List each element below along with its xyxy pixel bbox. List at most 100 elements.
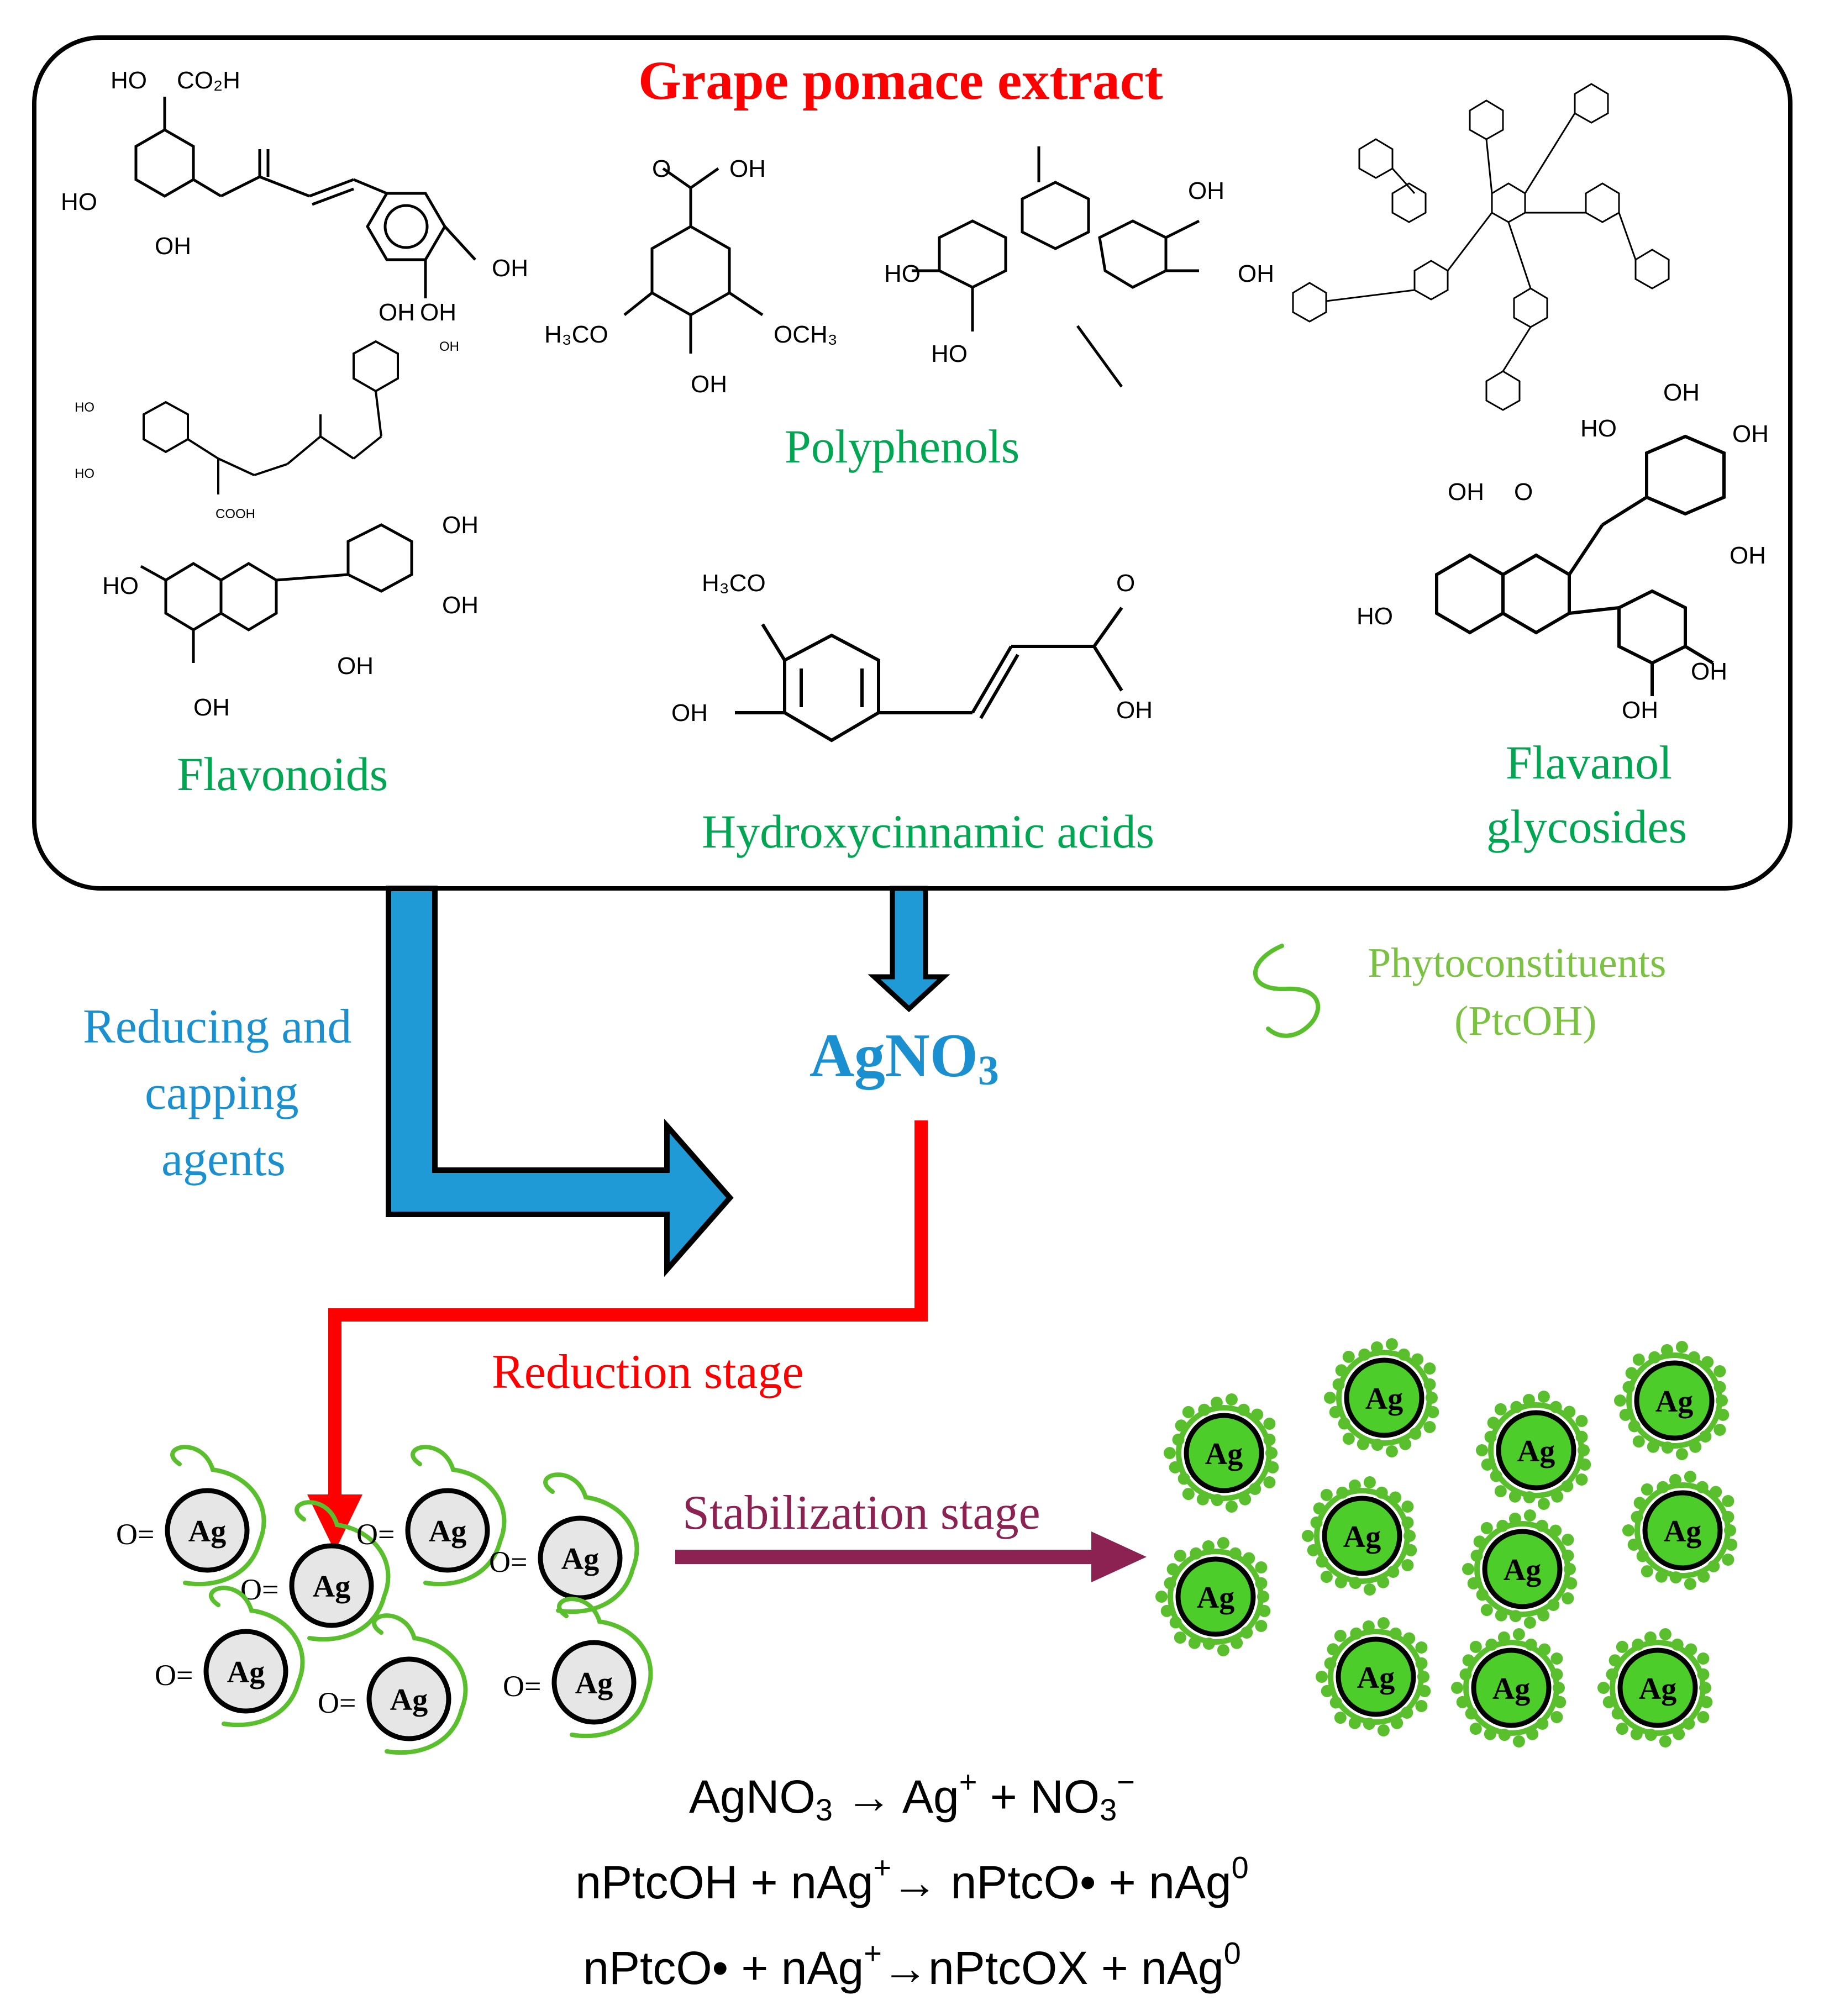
silver-core: [1184, 1413, 1264, 1493]
chem-label: OH: [691, 371, 727, 398]
stabilizer-bump: [1562, 1592, 1574, 1604]
stabilizer-bump: [1562, 1534, 1574, 1546]
oxygen-label: O=: [503, 1670, 541, 1703]
particle-label: Ag: [1517, 1434, 1555, 1468]
stabilizer-bump: [1641, 1565, 1653, 1578]
stabilizer-shell: [1610, 1640, 1706, 1736]
eq2-products: → nPtcO• + nAg: [891, 1856, 1232, 1908]
stabilizer-bump: [1320, 1488, 1333, 1501]
stabilizer-bump: [1480, 1522, 1493, 1534]
chem-label: OH: [1448, 478, 1484, 506]
phytoconstituent-squiggle-icon: [1253, 944, 1321, 1038]
particle-label: Ag: [575, 1666, 613, 1701]
stabilizer-bump: [1622, 1524, 1634, 1536]
chem-label: OH: [1663, 379, 1700, 406]
stabilizer-shell: [1634, 1482, 1731, 1578]
eq1-no3-charge: −: [1117, 1764, 1135, 1799]
capped-silver-particle: AgO=: [116, 1445, 266, 1587]
stabilized-silver-particle: Ag: [1476, 1391, 1591, 1510]
eq2-reactants: nPtcOH + nAg: [575, 1856, 874, 1908]
stabilizer-bump: [1713, 1365, 1726, 1377]
stabilized-silver-particle: Ag: [1614, 1341, 1730, 1460]
equation-3: nPtcO• + nAg+→nPtcOX + nAg0: [0, 1938, 1824, 1994]
extract-title: Grape pomace extract: [638, 50, 1163, 111]
stabilized-silver-particle: Ag: [1622, 1471, 1738, 1590]
stabilizer-bump: [1423, 1362, 1436, 1375]
chem-label: OH: [492, 255, 528, 282]
structure-tannin: [1292, 83, 1670, 411]
capping-chain: [411, 1445, 507, 1587]
stabilizer-bump: [1575, 1415, 1588, 1427]
chem-label: O: [1514, 478, 1533, 506]
particle-label: Ag: [227, 1655, 265, 1689]
stabilizer-bump: [1423, 1421, 1436, 1433]
chem-label: OH: [442, 512, 479, 539]
eq1-product-ag: → Ag: [832, 1771, 959, 1823]
structure-catechin: [140, 523, 413, 663]
chem-label: OCH₃: [774, 321, 838, 348]
silver-core: [1617, 1647, 1698, 1728]
stabilizer-bump: [1512, 1735, 1525, 1747]
chem-label: H₃CO: [702, 570, 766, 597]
stabilizer-bump: [1263, 1418, 1276, 1430]
chem-label: HO: [102, 572, 139, 599]
stabilizer-bump: [1632, 1435, 1645, 1448]
capped-silver-particle: Ag O=: [155, 1586, 305, 1728]
particle-label: Ag: [1639, 1672, 1676, 1706]
stabilizer-bump: [1722, 1554, 1734, 1566]
stabilizer-bump: [1377, 1617, 1390, 1629]
stabilizer-bump: [1324, 1392, 1336, 1404]
chem-label: HO: [1580, 415, 1617, 442]
silver-core: [1175, 1556, 1256, 1637]
capped-silver-particle: AgO=: [318, 1613, 468, 1755]
stabilized-silver-particle: Ag: [1462, 1509, 1578, 1629]
stabilizer-bump: [1469, 1723, 1482, 1735]
oxygen-label: O=: [155, 1659, 193, 1692]
stabilizer-bump: [1494, 1403, 1507, 1415]
stabilizer-bump: [1659, 1735, 1671, 1747]
stabilizer-bump: [1334, 1629, 1347, 1642]
agents-line-3: agents: [161, 1133, 286, 1186]
stabilizer-bump: [1476, 1444, 1488, 1456]
stabilizer-bump: [1316, 1671, 1328, 1683]
flavanol-label-2: glycosides: [1486, 800, 1688, 853]
particle-label: Ag: [1664, 1514, 1701, 1549]
stabilizer-bump: [1684, 1578, 1696, 1590]
oxygen-label: O=: [116, 1518, 154, 1551]
chem-label: OH: [193, 694, 230, 721]
chem-label: HO: [111, 67, 147, 94]
silver-core: [289, 1543, 374, 1628]
chem-label: OH: [442, 592, 479, 619]
stabilizer-bump: [1616, 1640, 1628, 1653]
stabilizer-bump: [1217, 1644, 1229, 1656]
equation-2: nPtcOH + nAg+→ nPtcO• + nAg0: [0, 1852, 1824, 1908]
legend-phytoconstituents: Phytoconstituents: [1368, 940, 1667, 986]
stabilized-silver-particle: Ag: [1164, 1393, 1279, 1513]
stabilizer-bump: [1675, 1341, 1688, 1353]
hydroxycinnamic-label: Hydroxycinnamic acids: [702, 805, 1155, 858]
stabilizer-bump: [1342, 1350, 1355, 1363]
stabilization-arrow: [675, 1531, 1147, 1582]
structure-ferulic-acid: [735, 607, 1123, 743]
chem-label: OH: [1116, 697, 1153, 724]
stabilized-silver-particle: Ag: [1302, 1476, 1417, 1596]
chem-label: OH: [1622, 697, 1658, 724]
stabilizer-bump: [1182, 1406, 1195, 1418]
stabilizer-bump: [1675, 1448, 1688, 1460]
silver-core: [538, 1515, 623, 1601]
stabilized-silver-particle: Ag: [1155, 1537, 1271, 1656]
chem-label: OH: [420, 299, 456, 326]
eq2-zero: 0: [1231, 1850, 1249, 1885]
particle-label: Ag: [1655, 1385, 1693, 1419]
particle-label: Ag: [1205, 1437, 1243, 1471]
stabilizer-bump: [1255, 1561, 1268, 1573]
stabilizer-bump: [1641, 1483, 1653, 1496]
eq3-products: →nPtcOX + nAg: [881, 1942, 1224, 1994]
stabilizer-bump: [1385, 1338, 1398, 1350]
stabilizer-bump: [1255, 1620, 1268, 1632]
stabilizer-bump: [1363, 1583, 1376, 1596]
capping-chain: [209, 1586, 305, 1728]
stabilizer-bump: [1550, 1652, 1563, 1665]
particle-label: Ag: [313, 1570, 350, 1604]
